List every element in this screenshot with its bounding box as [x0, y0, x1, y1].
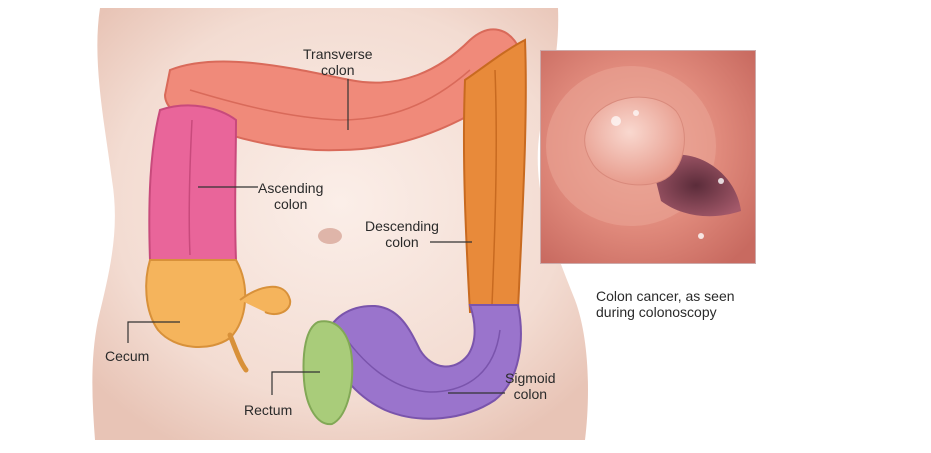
navel: [318, 228, 342, 244]
label-ascending-colon: Ascending colon: [258, 180, 323, 212]
label-transverse-line1: Transverse: [303, 46, 373, 62]
label-transverse-line2: colon: [321, 62, 355, 78]
label-sigmoid-line1: Sigmoid: [505, 370, 556, 386]
label-sigmoid-line2: colon: [513, 386, 548, 402]
label-descending-colon: Descending colon: [365, 218, 439, 250]
label-cecum-text: Cecum: [105, 348, 150, 364]
label-rectum-text: Rectum: [244, 402, 293, 418]
label-descending-line2: colon: [385, 234, 419, 250]
descending-colon: [462, 38, 527, 314]
inset-caption-line1: Colon cancer, as seen: [596, 288, 735, 304]
tumor: [584, 96, 685, 186]
label-transverse-colon: Transverse colon: [303, 46, 373, 78]
colonoscopy-image: [541, 51, 755, 263]
ascending-colon: [148, 104, 238, 261]
inset-caption-line2: during colonoscopy: [596, 304, 717, 320]
label-rectum: Rectum: [244, 402, 292, 418]
rectum: [302, 320, 354, 426]
leader-lines: [127, 79, 505, 395]
inset-caption: Colon cancer, as seen during colonoscopy: [596, 288, 735, 320]
label-descending-line1: Descending: [365, 218, 439, 234]
label-ascending-line1: Ascending: [258, 180, 324, 196]
cecum: [145, 259, 292, 373]
label-ascending-line2: colon: [273, 196, 308, 212]
label-sigmoid-colon: Sigmoid colon: [505, 370, 556, 402]
label-cecum: Cecum: [105, 348, 149, 364]
colonoscopy-inset: [540, 50, 756, 264]
